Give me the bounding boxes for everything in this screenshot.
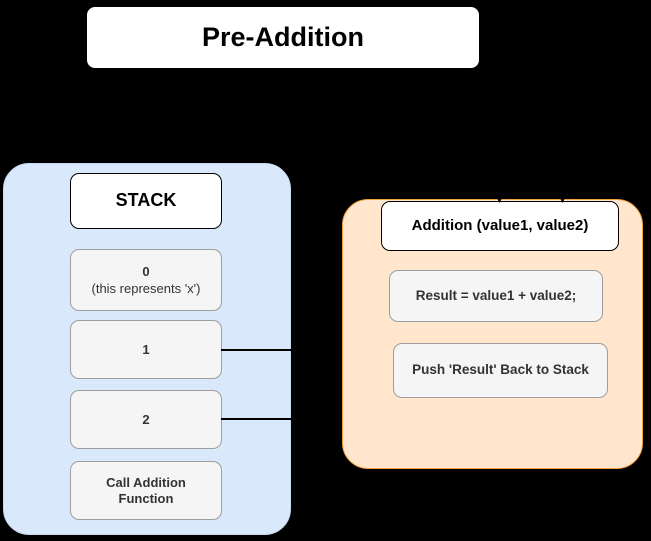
stack-frame-2-value: 2 bbox=[142, 411, 150, 427]
page-title: Pre-Addition bbox=[202, 22, 364, 52]
stack-frame-call-addition: Call Addition Function bbox=[70, 461, 222, 520]
stack-frame-0: 0 (this represents 'x') bbox=[70, 249, 222, 311]
stack-frame-2: 2 bbox=[70, 390, 222, 449]
connector-frame-2-to-addition bbox=[221, 418, 292, 420]
stack-frame-call-addition-label: Call Addition Function bbox=[106, 474, 186, 506]
stack-frame-1: 1 bbox=[70, 320, 222, 379]
stack-header-node: STACK bbox=[70, 173, 222, 229]
addition-signature-node: Addition (value1, value2) bbox=[381, 201, 619, 251]
stack-frame-0-value: 0 bbox=[142, 263, 150, 279]
diagram-title-banner: Pre-Addition bbox=[86, 6, 480, 69]
addition-step-result-label: Result = value1 + value2; bbox=[415, 287, 577, 303]
addition-step-result: Result = value1 + value2; bbox=[389, 270, 603, 322]
stack-header-label: STACK bbox=[115, 190, 177, 211]
addition-signature-label: Addition (value1, value2) bbox=[411, 216, 589, 234]
addition-step-push: Push 'Result' Back to Stack bbox=[393, 343, 608, 398]
connector-frame-1-to-addition bbox=[221, 349, 292, 351]
stack-frame-0-note: (this represents 'x') bbox=[91, 280, 201, 296]
stack-frame-1-value: 1 bbox=[142, 341, 150, 357]
addition-step-push-label: Push 'Result' Back to Stack bbox=[412, 362, 589, 378]
